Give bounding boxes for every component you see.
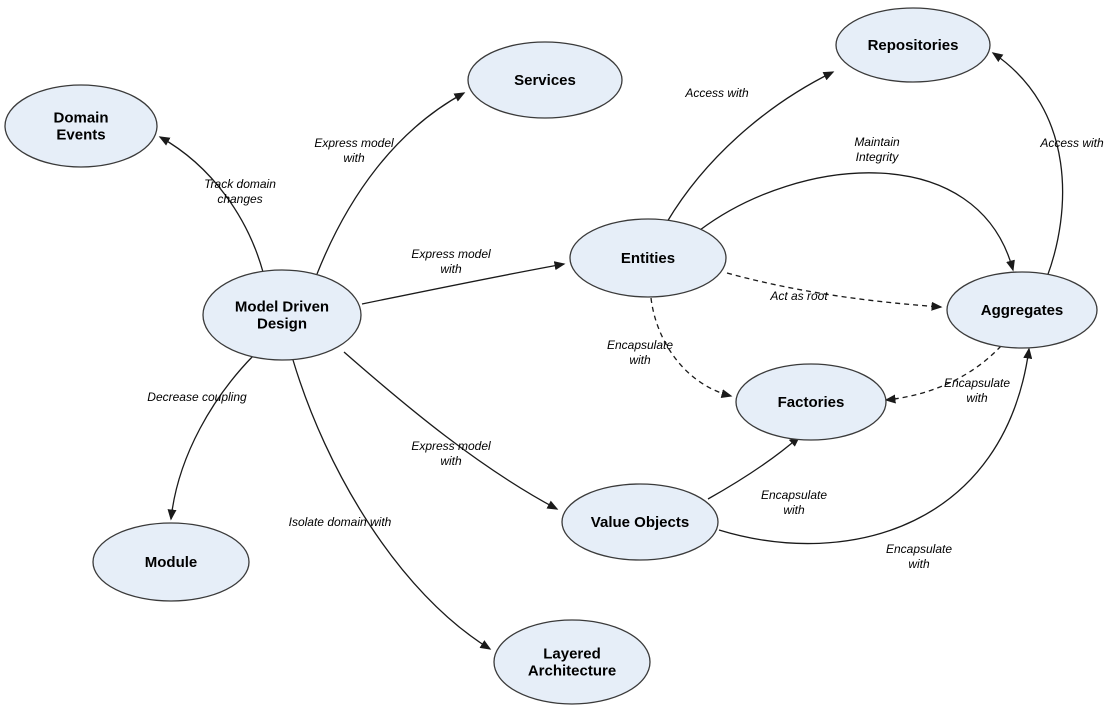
node-ellipse-repositories: [835, 7, 991, 83]
edge-label-model-driven-design-to-layered-architecture: Isolate domain with: [289, 515, 392, 529]
node-ellipse-domain-events: [4, 84, 158, 168]
edge-model-driven-design-to-value-objects: [343, 351, 559, 510]
node-entities: Entities: [569, 218, 727, 298]
node-label-aggregates: Aggregates: [981, 302, 1064, 319]
node-ellipse-layered-architecture: [493, 619, 651, 705]
node-ellipse-value-objects: [561, 483, 719, 561]
node-repositories: Repositories: [835, 7, 991, 83]
edge-model-driven-design-to-domain-events: [158, 136, 264, 273]
node-ellipse-module: [92, 522, 250, 602]
node-value-objects: Value Objects: [561, 483, 719, 561]
edge-label-model-driven-design-to-module: Decrease coupling: [147, 390, 247, 404]
edge-model-driven-design-to-module: [167, 355, 254, 521]
node-label-services: Services: [514, 72, 576, 89]
edge-entities-to-factories: [650, 297, 733, 399]
edge-model-driven-design-to-layered-architecture: [292, 359, 492, 650]
edge-aggregates-to-factories: [884, 345, 1002, 404]
edge-model-driven-design-to-services: [316, 92, 466, 275]
edge-label-aggregates-to-repositories: Access with: [1039, 136, 1104, 150]
edge-entities-to-repositories: [666, 71, 835, 223]
node-ellipse-services: [467, 41, 623, 119]
node-ellipse-factories: [735, 363, 887, 441]
edge-label-entities-to-repositories: Access with: [684, 86, 749, 100]
node-label-entities: Entities: [621, 250, 675, 267]
node-ellipse-model-driven-design: [202, 269, 362, 361]
node-factories: Factories: [735, 363, 887, 441]
node-label-module: Module: [145, 554, 198, 571]
edge-entities-to-aggregates: [699, 172, 1015, 272]
node-ellipse-entities: [569, 218, 727, 298]
edge-value-objects-to-aggregates: [718, 347, 1033, 545]
edge-aggregates-to-repositories: [991, 52, 1064, 278]
node-label-factories: Factories: [778, 394, 845, 411]
edge-entities-to-aggregates: [726, 272, 943, 311]
edge-model-driven-design-to-entities: [361, 261, 566, 305]
node-aggregates: Aggregates: [946, 271, 1098, 349]
node-services: Services: [467, 41, 623, 119]
node-label-repositories: Repositories: [868, 37, 959, 54]
node-label-value-objects: Value Objects: [591, 514, 689, 531]
edge-value-objects-to-factories: [707, 436, 801, 500]
node-module: Module: [92, 522, 250, 602]
node-ellipse-aggregates: [946, 271, 1098, 349]
edge-label-entities-to-aggregates: Act as root: [769, 289, 828, 303]
